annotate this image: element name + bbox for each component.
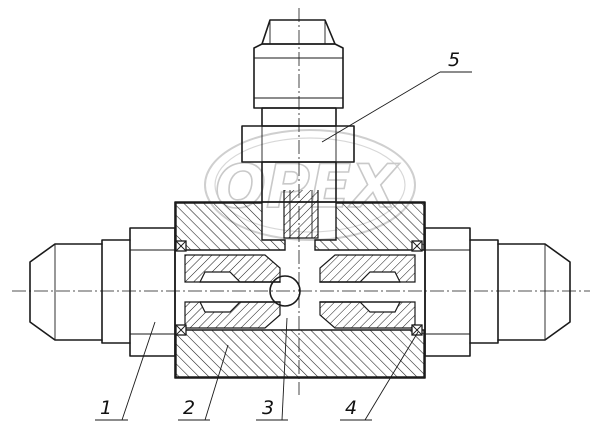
o-ring-seals xyxy=(175,240,423,336)
callout-label-1: 1 xyxy=(100,397,112,419)
callout-label-5: 5 xyxy=(448,49,460,71)
right-fitting xyxy=(424,227,571,357)
callout-label-4: 4 xyxy=(345,397,357,419)
leader-lines xyxy=(95,71,472,421)
callout-label-3: 3 xyxy=(262,397,274,419)
center-lines xyxy=(12,8,590,395)
inner-seats xyxy=(184,254,416,329)
callout-label-2: 2 xyxy=(183,397,195,419)
left-fitting xyxy=(29,227,176,357)
main-body xyxy=(174,190,426,379)
